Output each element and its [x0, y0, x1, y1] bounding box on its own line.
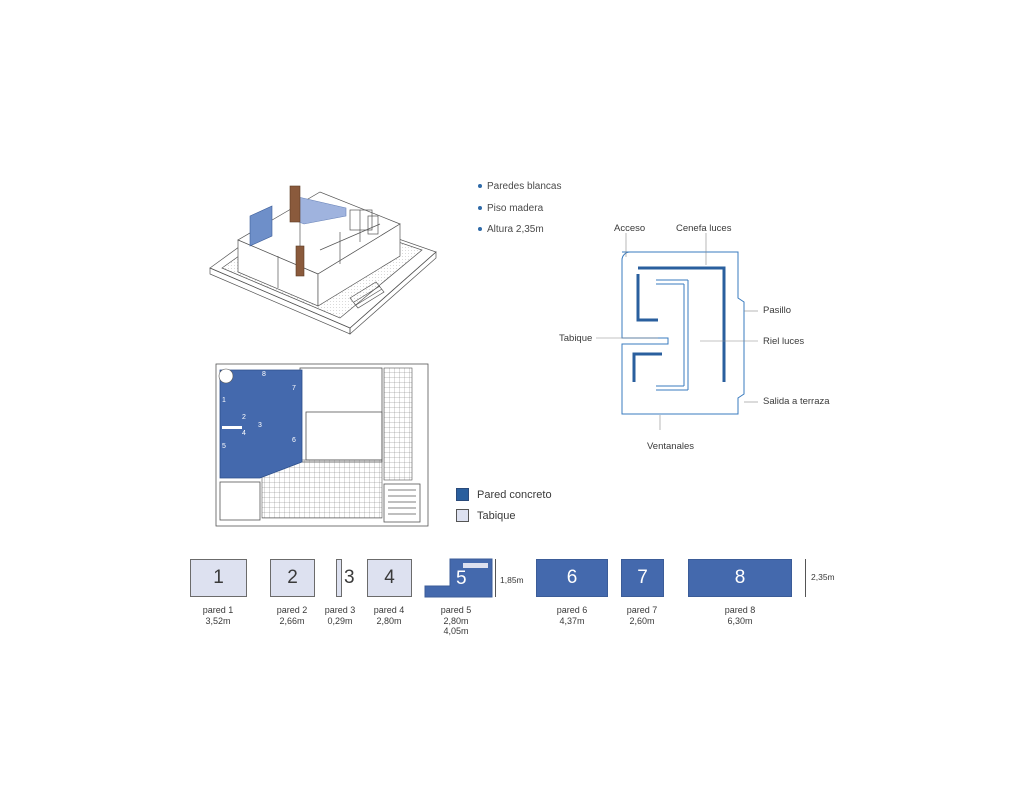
- floor-plan: 8 7 1 2 3 4 5 6: [215, 363, 429, 527]
- wall-5-num: 5: [456, 568, 467, 589]
- floor-num-3: 3: [258, 422, 262, 429]
- label-acceso: Acceso: [614, 223, 646, 234]
- isometric-view: [209, 185, 437, 335]
- feature-floor: Piso madera: [478, 198, 562, 220]
- wall-1: 1: [190, 559, 247, 597]
- wall-2: 2: [270, 559, 315, 597]
- wall-3-num: 3: [344, 567, 355, 588]
- wall-5: [424, 558, 493, 598]
- label-ventanales: Ventanales: [647, 441, 695, 452]
- wall-6: 6: [536, 559, 608, 597]
- label-salida: Salida a terraza: [763, 396, 830, 407]
- label-leaders: [596, 233, 758, 430]
- wall-6-num: 6: [566, 567, 578, 588]
- floor-num-2: 2: [242, 414, 246, 421]
- feature-height: Altura 2,35m: [478, 219, 562, 241]
- lighting-schematic: [621, 251, 745, 415]
- legend-tabique: Tabique: [456, 509, 516, 522]
- legend-concrete: Pared concreto: [456, 488, 552, 501]
- label-pasillo: Pasillo: [763, 305, 791, 316]
- features-list: Paredes blancas Piso madera Altura 2,35m: [478, 176, 562, 241]
- label-cenefa: Cenefa luces: [676, 223, 732, 234]
- legend-tabique-label: Tabique: [477, 509, 516, 522]
- label-tabique: Tabique: [559, 333, 593, 344]
- label-riel: Riel luces: [763, 336, 805, 347]
- floor-num-1: 1: [222, 397, 226, 404]
- wall-4: 4: [367, 559, 412, 597]
- wall-8-num: 8: [734, 567, 746, 588]
- wall-height-all: 2,35m: [811, 572, 835, 582]
- floor-num-6: 6: [292, 437, 296, 444]
- legend-concrete-swatch: [456, 488, 469, 501]
- floor-num-7: 7: [292, 385, 296, 392]
- floor-num-8: 8: [262, 371, 266, 378]
- wall-4-num: 4: [384, 567, 395, 588]
- wall-7: 7: [621, 559, 664, 597]
- floor-num-5: 5: [222, 443, 226, 450]
- legend-tabique-swatch: [456, 509, 469, 522]
- wall-8: 8: [688, 559, 792, 597]
- wall-3: [336, 559, 342, 597]
- wall-5-height-bar: [495, 559, 496, 597]
- height-bar: [805, 559, 806, 597]
- wall-1-num: 1: [213, 567, 224, 588]
- wall-2-num: 2: [287, 567, 298, 588]
- feature-walls: Paredes blancas: [478, 176, 562, 198]
- wall-7-num: 7: [637, 567, 648, 588]
- floor-num-4: 4: [242, 430, 246, 437]
- legend-concrete-label: Pared concreto: [477, 488, 552, 501]
- wall-5-height: 1,85m: [500, 575, 524, 585]
